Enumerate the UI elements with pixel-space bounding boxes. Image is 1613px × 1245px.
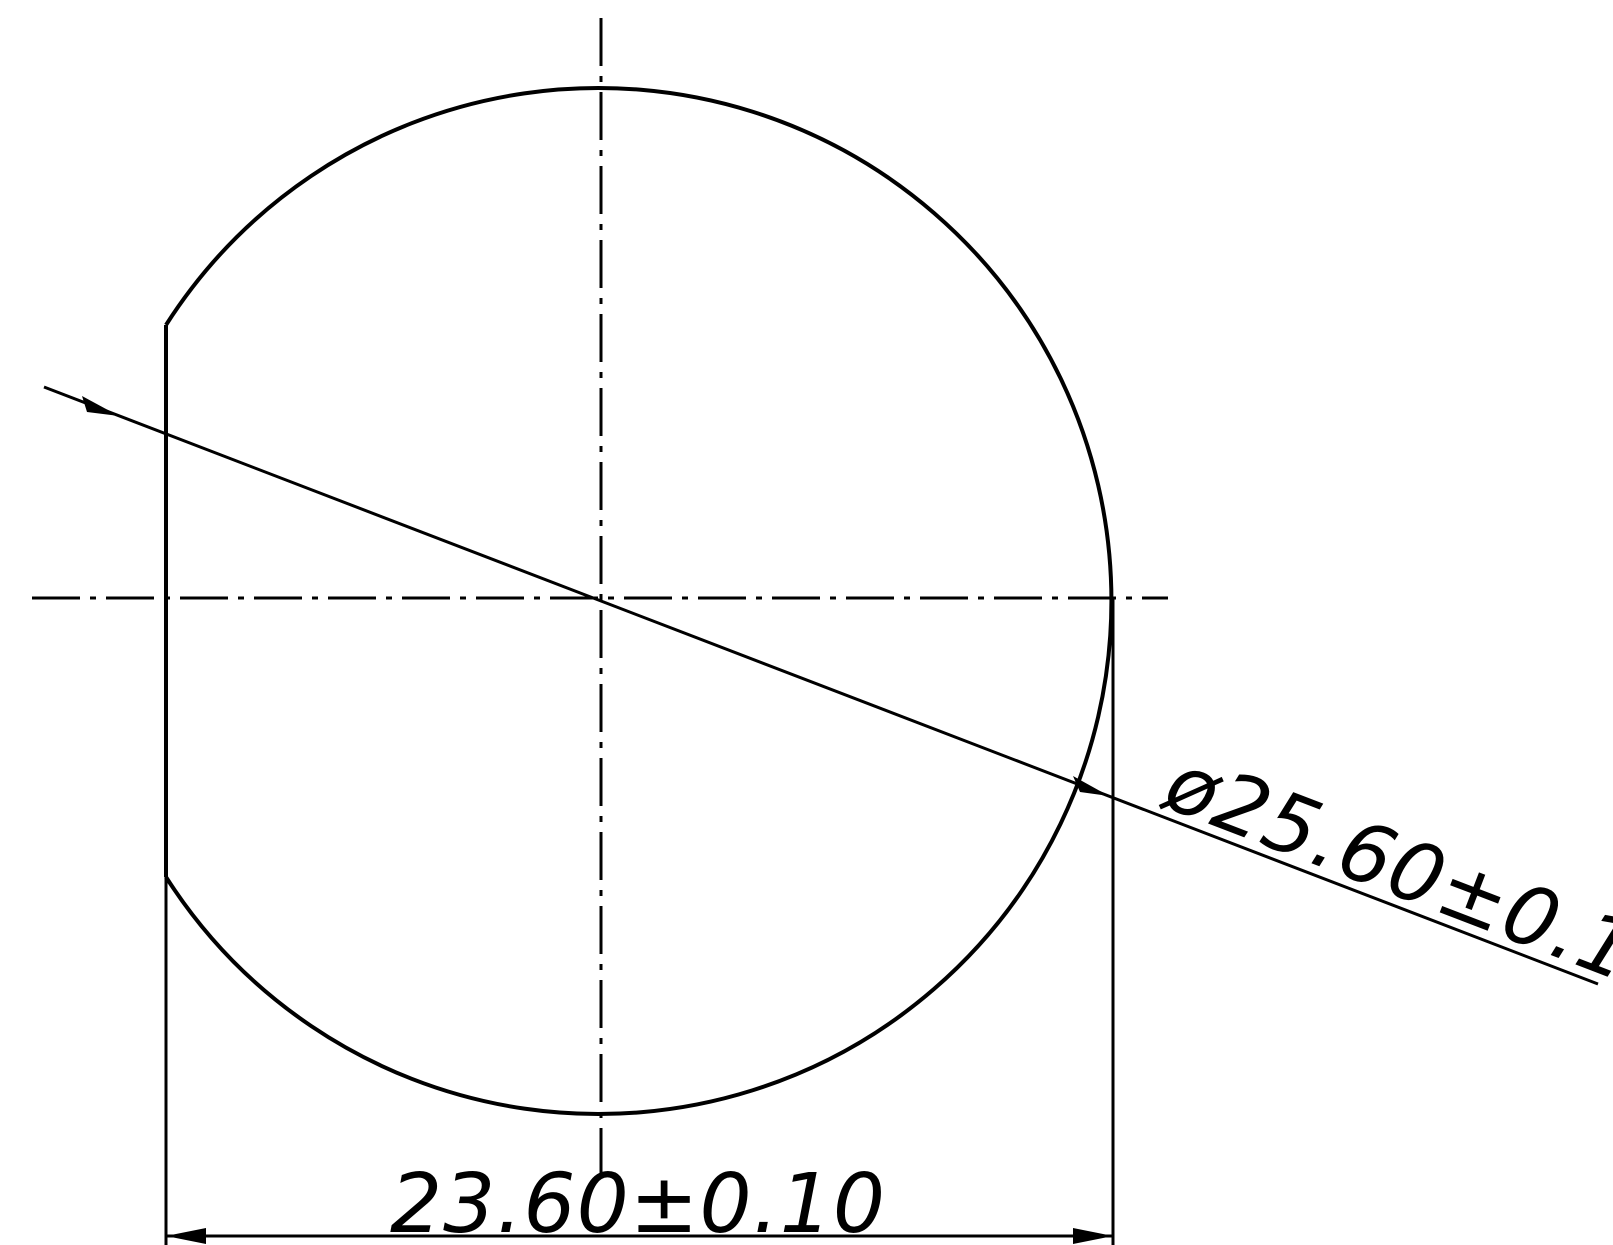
diameter-leader-line: [43, 385, 1599, 986]
part-outline-arc: [164, 86, 1114, 1116]
width-left-arrowhead: [166, 1228, 206, 1244]
width-right-arrowhead: [1073, 1228, 1113, 1244]
flat-width-dimension: 23.60±0.10: [390, 1157, 886, 1245]
diameter-dimension: ø25.60±0.10: [1151, 734, 1613, 1020]
diameter-left-arrowhead: [82, 396, 119, 416]
diameter-right-arrowhead: [1073, 776, 1109, 796]
